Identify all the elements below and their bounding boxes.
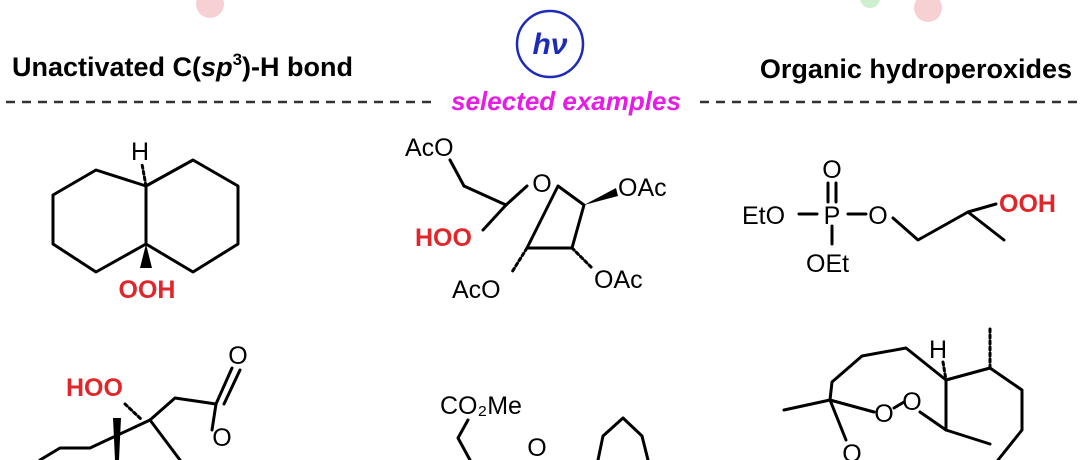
m3-o-top-label: O	[822, 156, 841, 184]
m2-oac-right-label: OAc	[618, 174, 667, 202]
m4-carbonyl-b	[222, 368, 242, 406]
m6-h-label: H	[929, 336, 947, 364]
selected-examples-label: selected examples	[451, 86, 681, 116]
right-header-title: Organic hydroperoxides	[760, 54, 1072, 84]
molecule-phosphate-hydroperoxide: O EtO P O OOH OEt	[742, 156, 1056, 278]
m1-left-ring	[51, 168, 148, 274]
m5-co2me-label: CO₂Me	[440, 392, 522, 420]
m2-aco-hash	[510, 246, 529, 274]
hv-symbol: hν	[532, 28, 567, 61]
m4-hoo-label: HOO	[66, 374, 123, 402]
m3-c-o-bond	[966, 202, 998, 214]
molecule-endoperoxide: H O O O	[782, 326, 1024, 460]
m3-oet-label: OEt	[806, 250, 849, 278]
m4-ring-fragment	[38, 418, 182, 460]
decorative-blobs	[196, 0, 942, 22]
m6-methyl	[782, 398, 832, 412]
molecule-ester-fragment: CO₂Me O	[440, 392, 650, 460]
m2-oac-bottom-label: OAc	[594, 266, 643, 294]
m6-o-lower-label: O	[902, 388, 921, 416]
m2-aco-bottom-label: AcO	[452, 276, 501, 304]
m1-h-label: H	[131, 138, 149, 166]
molecule-furanose-hydroperoxide: AcO O OAc HOO AcO OAc	[405, 134, 667, 304]
m3-eto-label: EtO	[742, 202, 785, 230]
hv-badge: hν	[515, 9, 585, 79]
m6-h-hash	[941, 360, 948, 382]
m5-cyclopentyl	[596, 416, 650, 460]
m3-p-label: P	[824, 202, 841, 230]
m4-hoo-hash	[123, 402, 144, 422]
molecule-decalin-hydroperoxide: H OOH	[51, 138, 240, 304]
m3-ooh-label: OOH	[999, 190, 1056, 218]
m6-to-o-bottom	[828, 398, 848, 442]
m1-right-ring	[144, 158, 240, 274]
m2-aco-top-label: AcO	[405, 134, 454, 162]
m6-to-quaternary	[918, 410, 948, 432]
m6-o-bottom-label: O	[842, 440, 861, 460]
m4-lactone-chain	[148, 396, 218, 432]
left-header-title: Unactivated C(sp3)-H bond	[12, 50, 353, 82]
m4-carbonyl-a	[214, 366, 234, 406]
m3-o-link-label: O	[868, 202, 887, 230]
m5-chain	[456, 418, 472, 460]
m4-o-ring-label: O	[212, 424, 231, 452]
m2-hoo-label: HOO	[415, 224, 472, 252]
m6-cyclohexane	[944, 366, 1024, 460]
m2-ring-o-label: O	[532, 170, 551, 198]
m2-ch2o-bond	[448, 158, 466, 188]
m2-oac-wedge	[584, 188, 618, 205]
m4-o-carbonyl-label: O	[228, 342, 247, 370]
m6-lower-bond	[944, 428, 992, 446]
m1-hash-bond	[140, 162, 148, 188]
m5-o-label: O	[527, 434, 546, 460]
m2-hoo-bond	[481, 203, 508, 232]
m6-peroxide-bond	[892, 400, 906, 410]
hv-circle	[515, 9, 585, 79]
m6-upper-bridge	[828, 346, 948, 402]
m6-to-o-upper	[828, 398, 876, 414]
molecule-lactone-hydroperoxide: HOO O O	[38, 342, 248, 460]
m2-oac-hash	[570, 246, 594, 270]
m1-wedge-bond	[140, 244, 152, 268]
m1-ooh-label: OOH	[119, 276, 176, 304]
m2-ch2-bond	[462, 184, 508, 207]
m6-o-upper-label: O	[874, 400, 893, 428]
m3-chain	[891, 210, 1006, 242]
m4-methyl-wedge	[113, 418, 121, 460]
